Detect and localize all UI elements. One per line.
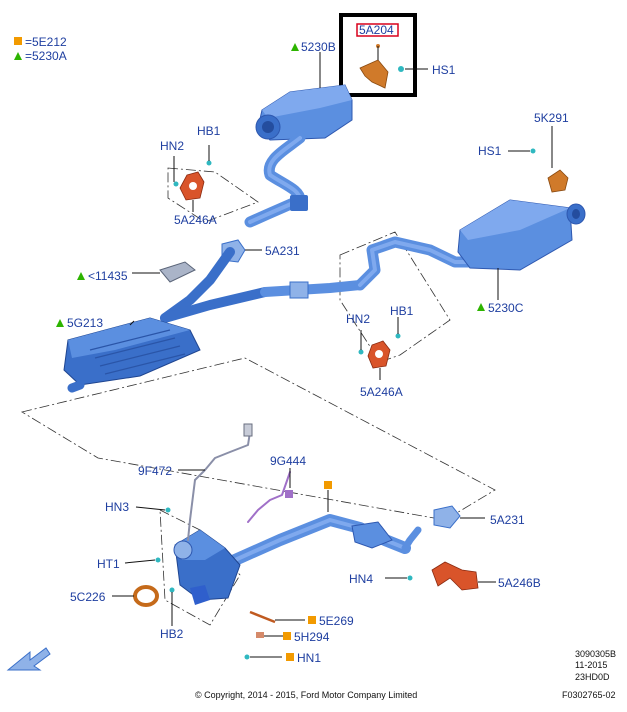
rear-muffler-left <box>244 84 353 228</box>
diagram-code-1: 3090305B <box>575 649 616 659</box>
rear-section-outline <box>339 231 451 363</box>
label-highlight-5A204 <box>356 23 399 37</box>
fastener-icon <box>173 181 179 187</box>
diagram-code-2: 23HD0D <box>575 672 610 682</box>
label-HN2-left: HN2 <box>160 139 184 153</box>
label-HB2: HB2 <box>160 627 184 641</box>
fastener-icon <box>169 587 175 593</box>
direction-arrow-icon <box>6 647 51 671</box>
green-triangle-icon <box>477 303 485 311</box>
diagram-date: 11-2015 <box>575 660 607 670</box>
label-HN2-mid: HN2 <box>346 312 370 326</box>
highlight-box-5A204 <box>339 13 417 97</box>
label-HN4: HN4 <box>349 572 373 586</box>
label-5A246A-mid: 5A246A <box>360 385 403 399</box>
clamp-5A231-bottom <box>433 505 485 529</box>
orange-square-icon <box>286 653 294 661</box>
label-HS1-top: HS1 <box>432 63 456 77</box>
orange-square-icon <box>283 632 291 640</box>
label-HS1-right: HS1 <box>478 144 502 158</box>
upper-hanger-group-outline <box>167 167 259 223</box>
catalytic-converter <box>173 490 422 605</box>
heat-shield-11435 <box>132 261 196 283</box>
bracket-5A204 <box>359 44 428 89</box>
label-HT1: HT1 <box>97 557 120 571</box>
fastener-icon <box>165 507 171 513</box>
orange-square-icon <box>324 481 332 489</box>
label-5A246A-left: 5A246A <box>174 213 217 227</box>
label-9F472: 9F472 <box>138 464 172 478</box>
label-5H294: 5H294 <box>294 630 330 644</box>
label-5230C: 5230C <box>488 301 524 315</box>
label-5A231-top: 5A231 <box>265 244 300 258</box>
label-HN3: HN3 <box>105 500 129 514</box>
label-HN1: HN1 <box>297 651 321 665</box>
green-triangle-icon <box>56 319 64 327</box>
copyright-text: © Copyright, 2014 - 2015, Ford Motor Com… <box>195 690 417 700</box>
converter-group-outline <box>159 509 241 626</box>
hanger-5A246A-left <box>173 145 212 212</box>
fastener-icon <box>358 349 364 355</box>
label-5K291: 5K291 <box>534 111 569 125</box>
orange-square-icon <box>308 616 316 624</box>
green-triangle-icon <box>291 43 299 51</box>
fastener-icon <box>395 333 401 339</box>
label-5E269: 5E269 <box>319 614 354 628</box>
bracket-5K291 <box>508 126 569 193</box>
green-triangle-icon <box>14 52 22 60</box>
label-HB1-left: HB1 <box>197 124 221 138</box>
label-HB1-mid: HB1 <box>390 304 414 318</box>
green-triangle-icon <box>77 272 85 280</box>
label-5A231-bottom: 5A231 <box>490 513 525 527</box>
label-5230B: 5230B <box>301 40 336 54</box>
legend-square-code: =5E212 <box>25 35 67 49</box>
legend-triangle-code: =5230A <box>25 49 67 63</box>
label-5A246B: 5A246B <box>498 576 541 590</box>
fastener-column <box>244 610 316 661</box>
sensor-9G444 <box>247 468 293 523</box>
label-5G213: 5G213 <box>67 316 103 330</box>
fastener-icon <box>398 66 404 72</box>
hanger-5A246B <box>385 561 496 591</box>
orange-square-icon <box>14 37 22 45</box>
fastener-icon <box>407 575 413 581</box>
fastener-icon <box>155 557 161 563</box>
legend: =5E212 =5230A <box>14 35 67 63</box>
figure-id: F0302765-02 <box>562 690 616 700</box>
rear-muffler-right <box>354 199 586 300</box>
label-11435: <11435 <box>88 269 128 283</box>
gasket-5C226 <box>112 585 159 607</box>
label-5A204: 5A204 <box>359 23 394 37</box>
fastener-icon <box>530 148 536 154</box>
fastener-icon <box>206 160 212 166</box>
label-9G444: 9G444 <box>270 454 306 468</box>
resonator-5G213 <box>63 247 365 393</box>
hanger-5A246A-mid <box>358 317 401 380</box>
oxygen-sensor-9F472 <box>178 423 253 541</box>
label-5C226: 5C226 <box>70 590 106 604</box>
front-section-outline <box>20 357 496 521</box>
